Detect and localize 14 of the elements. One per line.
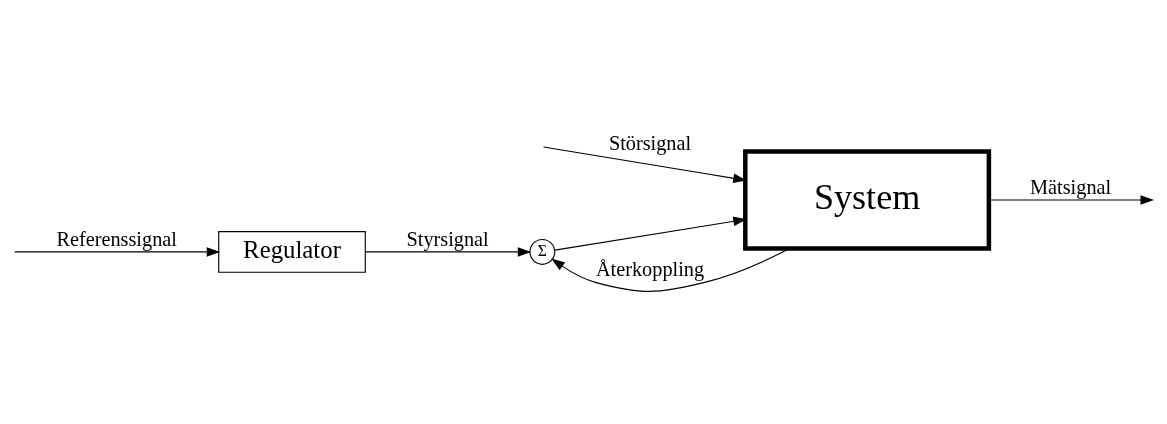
node-box: System: [743, 148, 992, 251]
arrow: [554, 216, 747, 251]
arrow: [542, 146, 747, 183]
edge-label: Referenssignal: [56, 227, 177, 250]
edge-label: Störsignal: [608, 131, 692, 154]
arrow: [365, 246, 532, 257]
edge-label: Återkoppling: [595, 257, 705, 280]
node-circle: Σ: [529, 238, 556, 265]
arrow: [14, 246, 221, 257]
arrow: [551, 247, 790, 292]
edge-label: Styrsignal: [406, 227, 489, 250]
arrow: [988, 194, 1154, 205]
node-box: Regulator: [218, 230, 366, 273]
edge-label: Mätsignal: [1030, 175, 1112, 198]
